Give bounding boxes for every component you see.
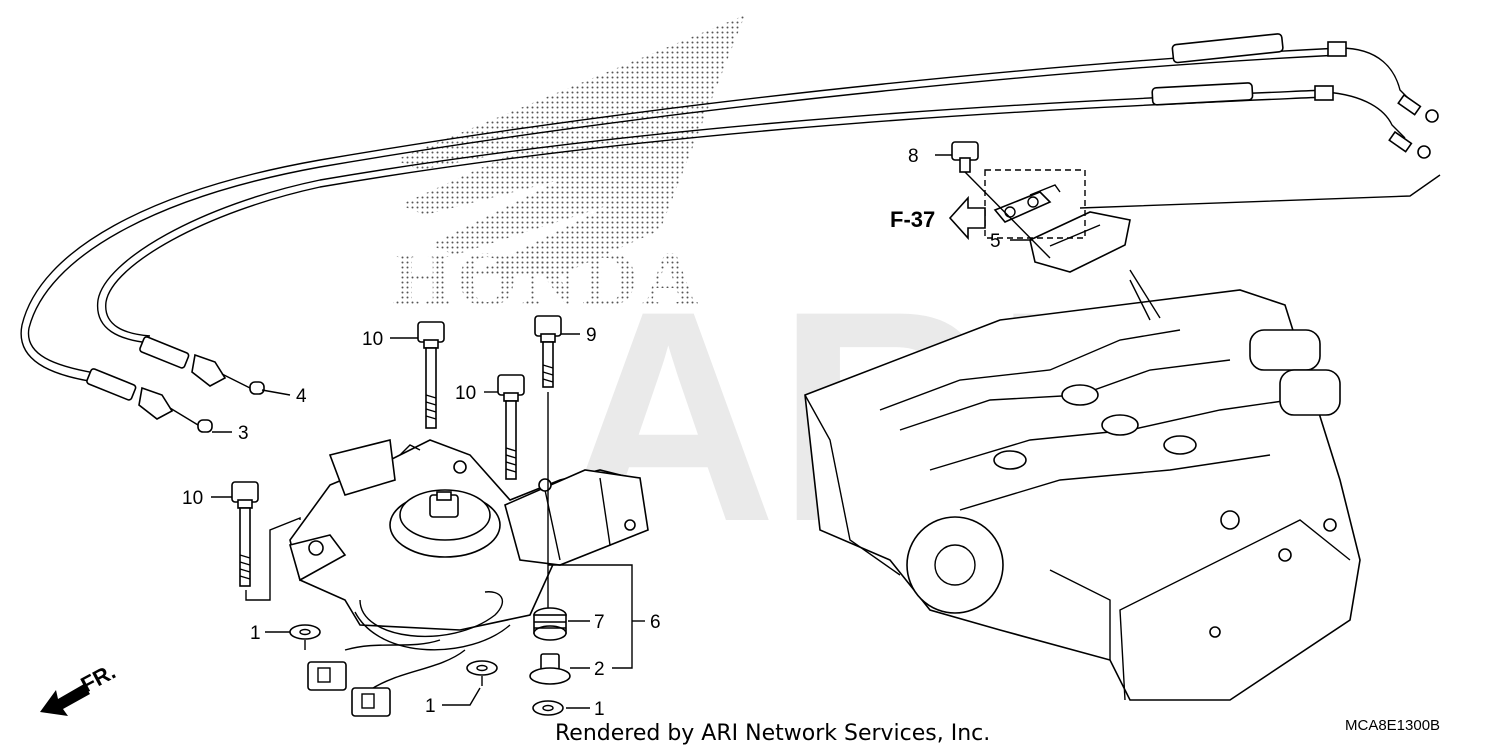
callout-10-middle: 10 <box>455 383 476 404</box>
washer-part-1-lower <box>532 700 564 716</box>
bracket-part-5 <box>984 169 1131 273</box>
washer-part-1-left <box>289 624 321 650</box>
callout-9: 9 <box>586 325 597 346</box>
reference-f37: F-37 <box>890 195 986 241</box>
grommet-part-7 <box>533 607 567 641</box>
collar-part-2 <box>529 653 571 685</box>
honda-watermark-text: HONDA <box>392 235 702 322</box>
reference-label: F-37 <box>890 207 935 232</box>
bolt-part-10-middle <box>497 374 525 480</box>
engine-assembly <box>804 279 1361 701</box>
wing-logo-icon <box>395 15 745 275</box>
bolt-part-10-upper <box>417 321 445 429</box>
throttle-cables <box>20 33 1439 433</box>
washer-part-1-middle <box>466 660 498 686</box>
bolt-part-9 <box>534 315 562 610</box>
front-arrow-icon <box>40 684 90 716</box>
callout-10-upper: 10 <box>362 329 383 350</box>
callout-4: 4 <box>296 386 307 407</box>
callout-2: 2 <box>594 659 605 680</box>
bolt-part-8 <box>951 141 1441 319</box>
throttle-actuator-assembly <box>289 439 649 717</box>
diagram-code: MCA8E1300B <box>1345 717 1440 734</box>
callout-1-left: 1 <box>250 623 261 644</box>
left-arrow-icon <box>948 195 986 241</box>
callout-8: 8 <box>908 146 919 167</box>
callout-6: 6 <box>650 612 661 633</box>
callout-labels: 10 10 10 9 8 5 4 3 1 1 1 7 2 6 <box>182 146 1001 720</box>
footer-credit: Rendered by ARI Network Services, Inc. <box>555 721 990 746</box>
callout-1-middle: 1 <box>425 696 436 717</box>
leader-lines <box>211 154 1032 709</box>
bolt-part-10-lower <box>231 481 301 601</box>
callout-5: 5 <box>990 231 1001 252</box>
callout-1-lower: 1 <box>594 699 605 720</box>
honda-wing-watermark: HONDA <box>392 15 745 322</box>
front-direction: FR. <box>40 659 120 716</box>
callout-10-lower: 10 <box>182 488 203 509</box>
callout-7: 7 <box>594 612 605 633</box>
callout-3: 3 <box>238 423 249 444</box>
